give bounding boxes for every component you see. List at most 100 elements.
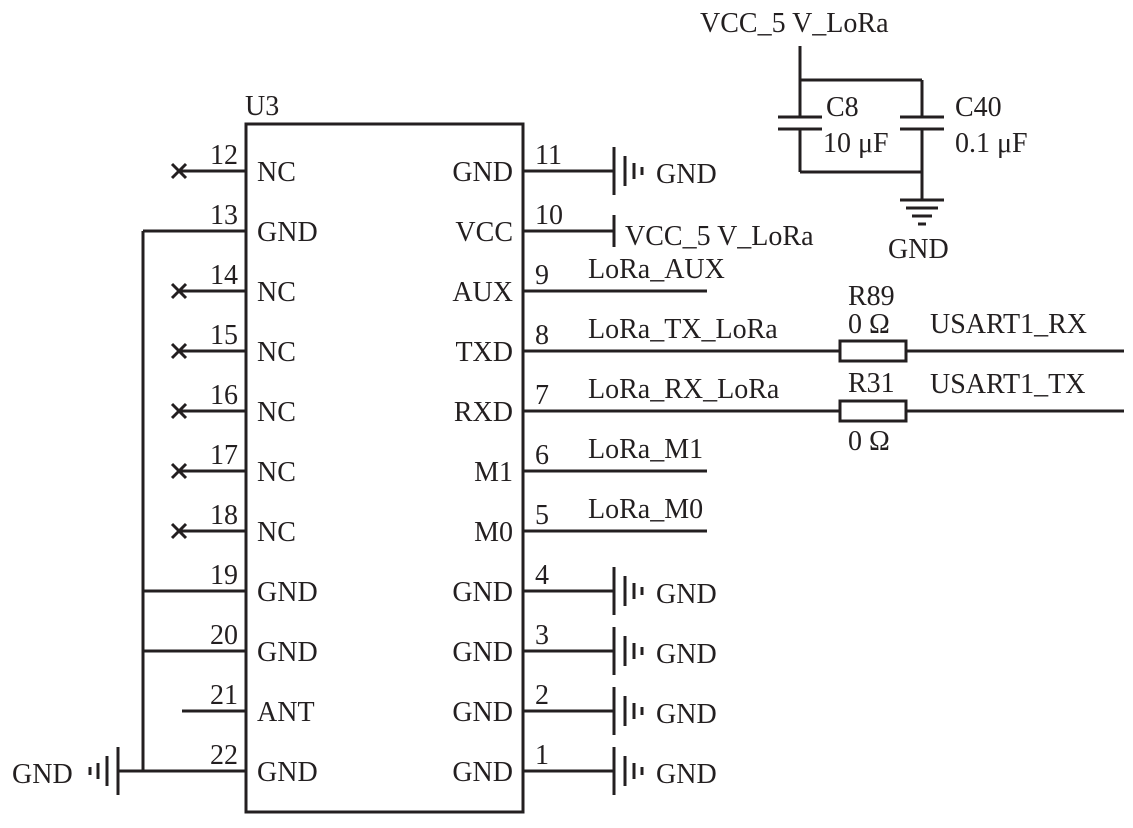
pin-name: GND [257, 637, 318, 668]
pin-name: NC [257, 337, 296, 368]
capacitor-c8-ref: C8 [826, 92, 859, 123]
pin-name: M1 [474, 457, 513, 488]
supply-net-label: VCC_5 V_LoRa [700, 8, 889, 39]
pin-name: ANT [257, 697, 315, 728]
pin-name: GND [452, 157, 513, 188]
no-connect-mark [170, 402, 188, 420]
pin-number: 10 [535, 200, 563, 231]
pin-name: VCC [455, 217, 513, 248]
pin-number: 4 [535, 560, 549, 591]
resistor-r31-value: 0 Ω [848, 426, 890, 457]
power-net-label: VCC_5 V_LoRa [625, 221, 814, 252]
resistor-r31-body [838, 399, 908, 423]
resistor-r89-body [838, 339, 908, 363]
ground-symbol [612, 147, 644, 195]
resistor-r89: R89 0 Ω USART1_RX [838, 281, 1124, 363]
net-label: LoRa_AUX [588, 254, 725, 285]
ground-symbol [900, 198, 944, 226]
pin-name: AUX [452, 277, 513, 308]
pin-name: GND [257, 757, 318, 788]
capacitor-c8-value: 10 μF [823, 128, 889, 159]
pin-number: 13 [210, 200, 238, 231]
pin-number: 19 [210, 560, 238, 591]
pin-name: M0 [474, 517, 513, 548]
pin-name: GND [452, 577, 513, 608]
ground-net-label: GND [656, 159, 717, 190]
ground-symbol [612, 687, 644, 735]
no-connect-mark [170, 342, 188, 360]
pin-name: GND [257, 217, 318, 248]
ground-net-label: GND [656, 639, 717, 670]
pin-number: 8 [535, 320, 549, 351]
pin-number: 20 [210, 620, 238, 651]
ic-body [244, 122, 525, 814]
right-pin: M0 5 LoRa_M0 [474, 494, 707, 548]
pin-name: TXD [455, 337, 513, 368]
right-pin: AUX 9 LoRa_AUX [452, 254, 725, 308]
ground-symbol [612, 747, 644, 795]
ground-net-label: GND [656, 759, 717, 790]
pin-number: 2 [535, 680, 549, 711]
no-connect-mark [170, 282, 188, 300]
pin-name: GND [452, 637, 513, 668]
pin-number: 1 [535, 740, 549, 771]
right-pin: TXD 8 LoRa_TX_LoRa [455, 314, 840, 368]
pin-number: 16 [210, 380, 238, 411]
pin-number: 3 [535, 620, 549, 651]
pin-name: NC [257, 157, 296, 188]
net-label: LoRa_M0 [588, 494, 703, 525]
ground-symbol [612, 567, 644, 615]
left-pins: 12NC13GND14NC15NC16NC17NC18NC19GND20GND2… [143, 140, 318, 788]
pin-number: 15 [210, 320, 238, 351]
pin-number: 18 [210, 500, 238, 531]
resistor-r31: R31 0 Ω USART1_TX [838, 368, 1124, 457]
net-label: LoRa_RX_LoRa [588, 374, 780, 405]
pin-number: 17 [210, 440, 238, 471]
net-label: LoRa_TX_LoRa [588, 314, 778, 345]
usart1-rx-label: USART1_RX [930, 309, 1087, 340]
pin-number: 22 [210, 740, 238, 771]
ground-net-label: GND [656, 699, 717, 730]
pin-number: 9 [535, 260, 549, 291]
no-connect-mark [170, 462, 188, 480]
pin-name: GND [257, 577, 318, 608]
pin-number: 12 [210, 140, 238, 171]
power-supply-section: VCC_5 V_LoRa C8 10 μF C40 0.1 μF GND [700, 8, 1028, 265]
pin-name: RXD [454, 397, 513, 428]
pin-number: 21 [210, 680, 238, 711]
ground-symbol [88, 747, 120, 795]
pin-number: 11 [535, 140, 562, 171]
no-connect-mark [170, 162, 188, 180]
capacitor-c40-value: 0.1 μF [955, 128, 1028, 159]
left-ground-label: GND [12, 759, 73, 790]
pin-name: GND [452, 697, 513, 728]
left-ground-bus: GND [12, 231, 145, 795]
pin-name: NC [257, 277, 296, 308]
pin-number: 5 [535, 500, 549, 531]
resistor-r89-ref: R89 [848, 281, 895, 312]
no-connect-mark [170, 522, 188, 540]
ground-symbol [612, 627, 644, 675]
capacitor-ground-label: GND [888, 234, 949, 265]
resistor-r89-value: 0 Ω [848, 309, 890, 340]
pin-name: NC [257, 517, 296, 548]
pin-number: 7 [535, 380, 549, 411]
